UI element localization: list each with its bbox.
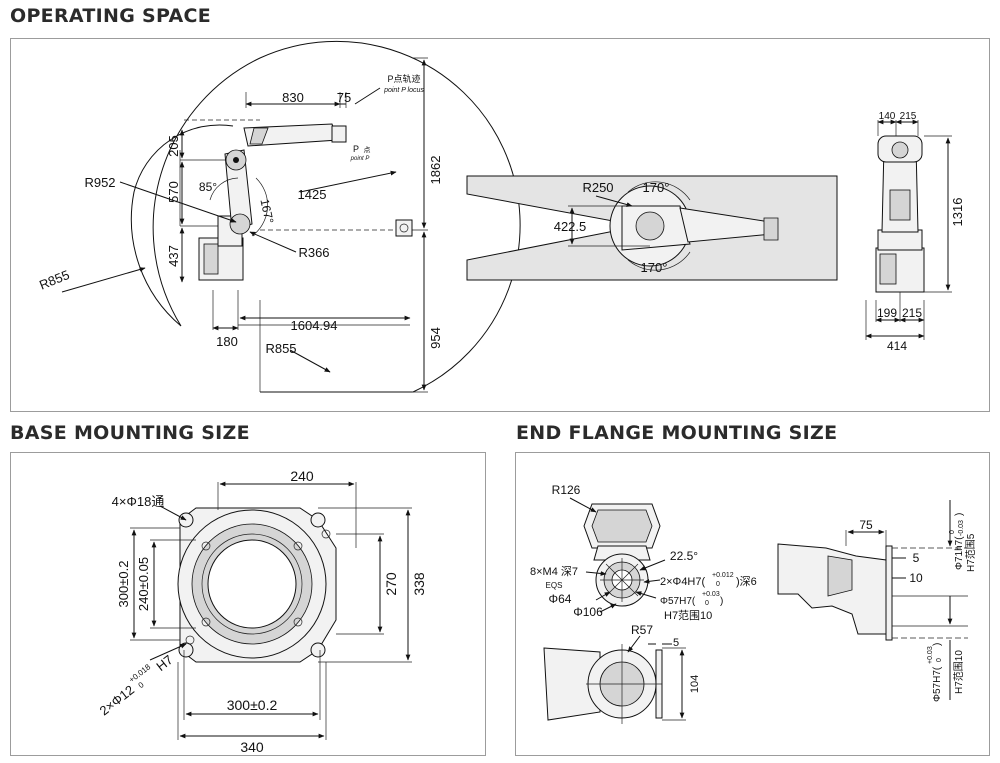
- dim-75-flange: 75: [859, 518, 873, 532]
- dim-104: 104: [689, 675, 701, 693]
- dim-300-vertical: 300±0.2: [116, 561, 131, 608]
- dim-422-5: 422.5: [554, 219, 587, 234]
- flange-top-dimension-lines: [569, 497, 666, 613]
- angle-170-bottom: 170°: [641, 260, 668, 275]
- flange-v71-main: Φ71h7(: [954, 536, 965, 570]
- dim-1425: 1425: [298, 187, 327, 202]
- base-pin-tol-down: 0: [137, 680, 146, 690]
- dim-r855-bottom: R855: [265, 341, 296, 356]
- dim-437: 437: [166, 245, 181, 267]
- dim-phi-106: Φ106: [573, 605, 603, 619]
- flange-pin-main: 2×Φ4H7(: [660, 576, 705, 588]
- flange-m4-holes: 8×M4 深7: [530, 565, 578, 578]
- dim-205: 205: [166, 135, 181, 157]
- dim-215-top: 215: [900, 111, 917, 122]
- point-p-cn: 点: [364, 146, 371, 154]
- base-pin-fit: H7: [153, 652, 175, 674]
- operating-dimension-lines: [61, 59, 427, 391]
- base-holes-note: 4×Φ18通: [112, 494, 165, 509]
- dim-r250: R250: [582, 180, 613, 195]
- operating-dimension-labels: 830 75 205 570 437 1862 954 1425 1604.94…: [37, 73, 443, 356]
- flange-bore-main: Φ57H7(: [660, 596, 696, 607]
- dim-140: 140: [879, 111, 896, 122]
- flange-v57-range: H7范围10: [952, 650, 965, 694]
- dim-10: 10: [909, 571, 923, 585]
- dim-199: 199: [877, 306, 897, 320]
- dim-954: 954: [428, 327, 443, 349]
- flange-front-labels: R57 5 104: [631, 623, 701, 693]
- top-view-envelope: [466, 175, 838, 281]
- end-flange-heading: END FLANGE MOUNTING SIZE: [516, 422, 838, 444]
- dim-338: 338: [411, 572, 427, 596]
- operating-envelope: [130, 40, 521, 393]
- dim-340: 340: [240, 739, 264, 755]
- dim-1604: 1604.94: [291, 318, 338, 333]
- angle-167: 167°: [257, 198, 276, 225]
- top-view-labels: R250 170° 170° 422.5: [554, 180, 670, 275]
- dim-phi-64: Φ64: [549, 592, 572, 606]
- flange-top-labels: R126 22.5° 8×M4 深7 EQS Φ64 Φ106 2×Φ4H7( …: [530, 483, 757, 622]
- dim-570: 570: [166, 181, 181, 203]
- angle-22-5: 22.5°: [670, 549, 698, 563]
- dim-215-bottom: 215: [902, 306, 922, 320]
- base-pin-main: 2×Φ12: [97, 682, 137, 718]
- flange-h7-range: H7范围10: [664, 608, 712, 622]
- angle-170-top: 170°: [643, 180, 670, 195]
- flange-pin-tail: )深6: [736, 575, 757, 588]
- dim-830: 830: [282, 90, 304, 105]
- locus-label-cn: P点轨迹: [387, 73, 420, 84]
- operating-space-heading: OPERATING SPACE: [10, 5, 212, 27]
- dim-180: 180: [216, 334, 238, 349]
- angle-85: 85°: [199, 180, 217, 194]
- robot-arm-side: [198, 123, 347, 281]
- flange-v57-tol-down: 0: [936, 658, 943, 662]
- dim-270: 270: [383, 572, 399, 596]
- dim-r366: R366: [298, 245, 329, 260]
- flange-v71-tail: ): [954, 513, 965, 516]
- flange-front-view: [543, 635, 686, 724]
- flange-bore-tol-up: +0.03: [702, 591, 720, 598]
- dim-r952: R952: [84, 175, 115, 190]
- flange-v71-range: H7范围5: [964, 533, 977, 572]
- point-p-label: P: [353, 144, 359, 154]
- flange-v71-tol-up: 0: [949, 530, 956, 534]
- front-view-dimension-lines: [865, 119, 951, 339]
- point-p-en: point P: [350, 156, 370, 162]
- dim-240-vertical: 240±0.05: [136, 557, 151, 611]
- front-view-labels: 140 215 1316 199 215 414: [877, 111, 965, 353]
- flange-v71-tol-down: -0.03: [958, 520, 965, 536]
- dim-r855-left: R855: [37, 267, 71, 293]
- dim-5-side: 5: [913, 551, 920, 565]
- flange-v57-main: Φ57H7(: [932, 666, 943, 702]
- dim-r57: R57: [631, 623, 653, 637]
- flange-pin-tol-down: 0: [716, 581, 720, 588]
- base-plate: [177, 507, 337, 663]
- flange-side-view: [777, 500, 968, 700]
- dim-1316: 1316: [950, 198, 965, 227]
- dim-240-width: 240: [290, 468, 314, 484]
- dim-5-front: 5: [673, 637, 679, 649]
- front-view-robot: [865, 120, 952, 340]
- flange-bore-tol-down: 0: [705, 600, 709, 607]
- flange-v57-tol-up: +0.03: [927, 646, 934, 664]
- locus-label-en: point P locus: [383, 87, 424, 94]
- point-p-end-effector: [395, 219, 413, 237]
- dim-1862: 1862: [428, 156, 443, 185]
- dim-300-horizontal: 300±0.2: [227, 697, 278, 713]
- base-mounting-heading: BASE MOUNTING SIZE: [10, 422, 250, 444]
- dim-75: 75: [337, 90, 351, 105]
- flange-bore-tail: ): [720, 596, 723, 607]
- flange-v57-tail: ): [932, 643, 943, 646]
- flange-top-view: [583, 503, 661, 607]
- flange-eqs: EQS: [546, 581, 563, 590]
- flange-side-labels: 75 5 10 Φ71h7( 0 -0.03 ) H7范围5 Φ57H7( +0…: [859, 513, 977, 702]
- flange-pin-tol-up: +0.012: [712, 572, 734, 579]
- dim-414: 414: [887, 339, 907, 353]
- base-dimension-lines: [130, 481, 412, 740]
- dim-r126: R126: [552, 483, 581, 497]
